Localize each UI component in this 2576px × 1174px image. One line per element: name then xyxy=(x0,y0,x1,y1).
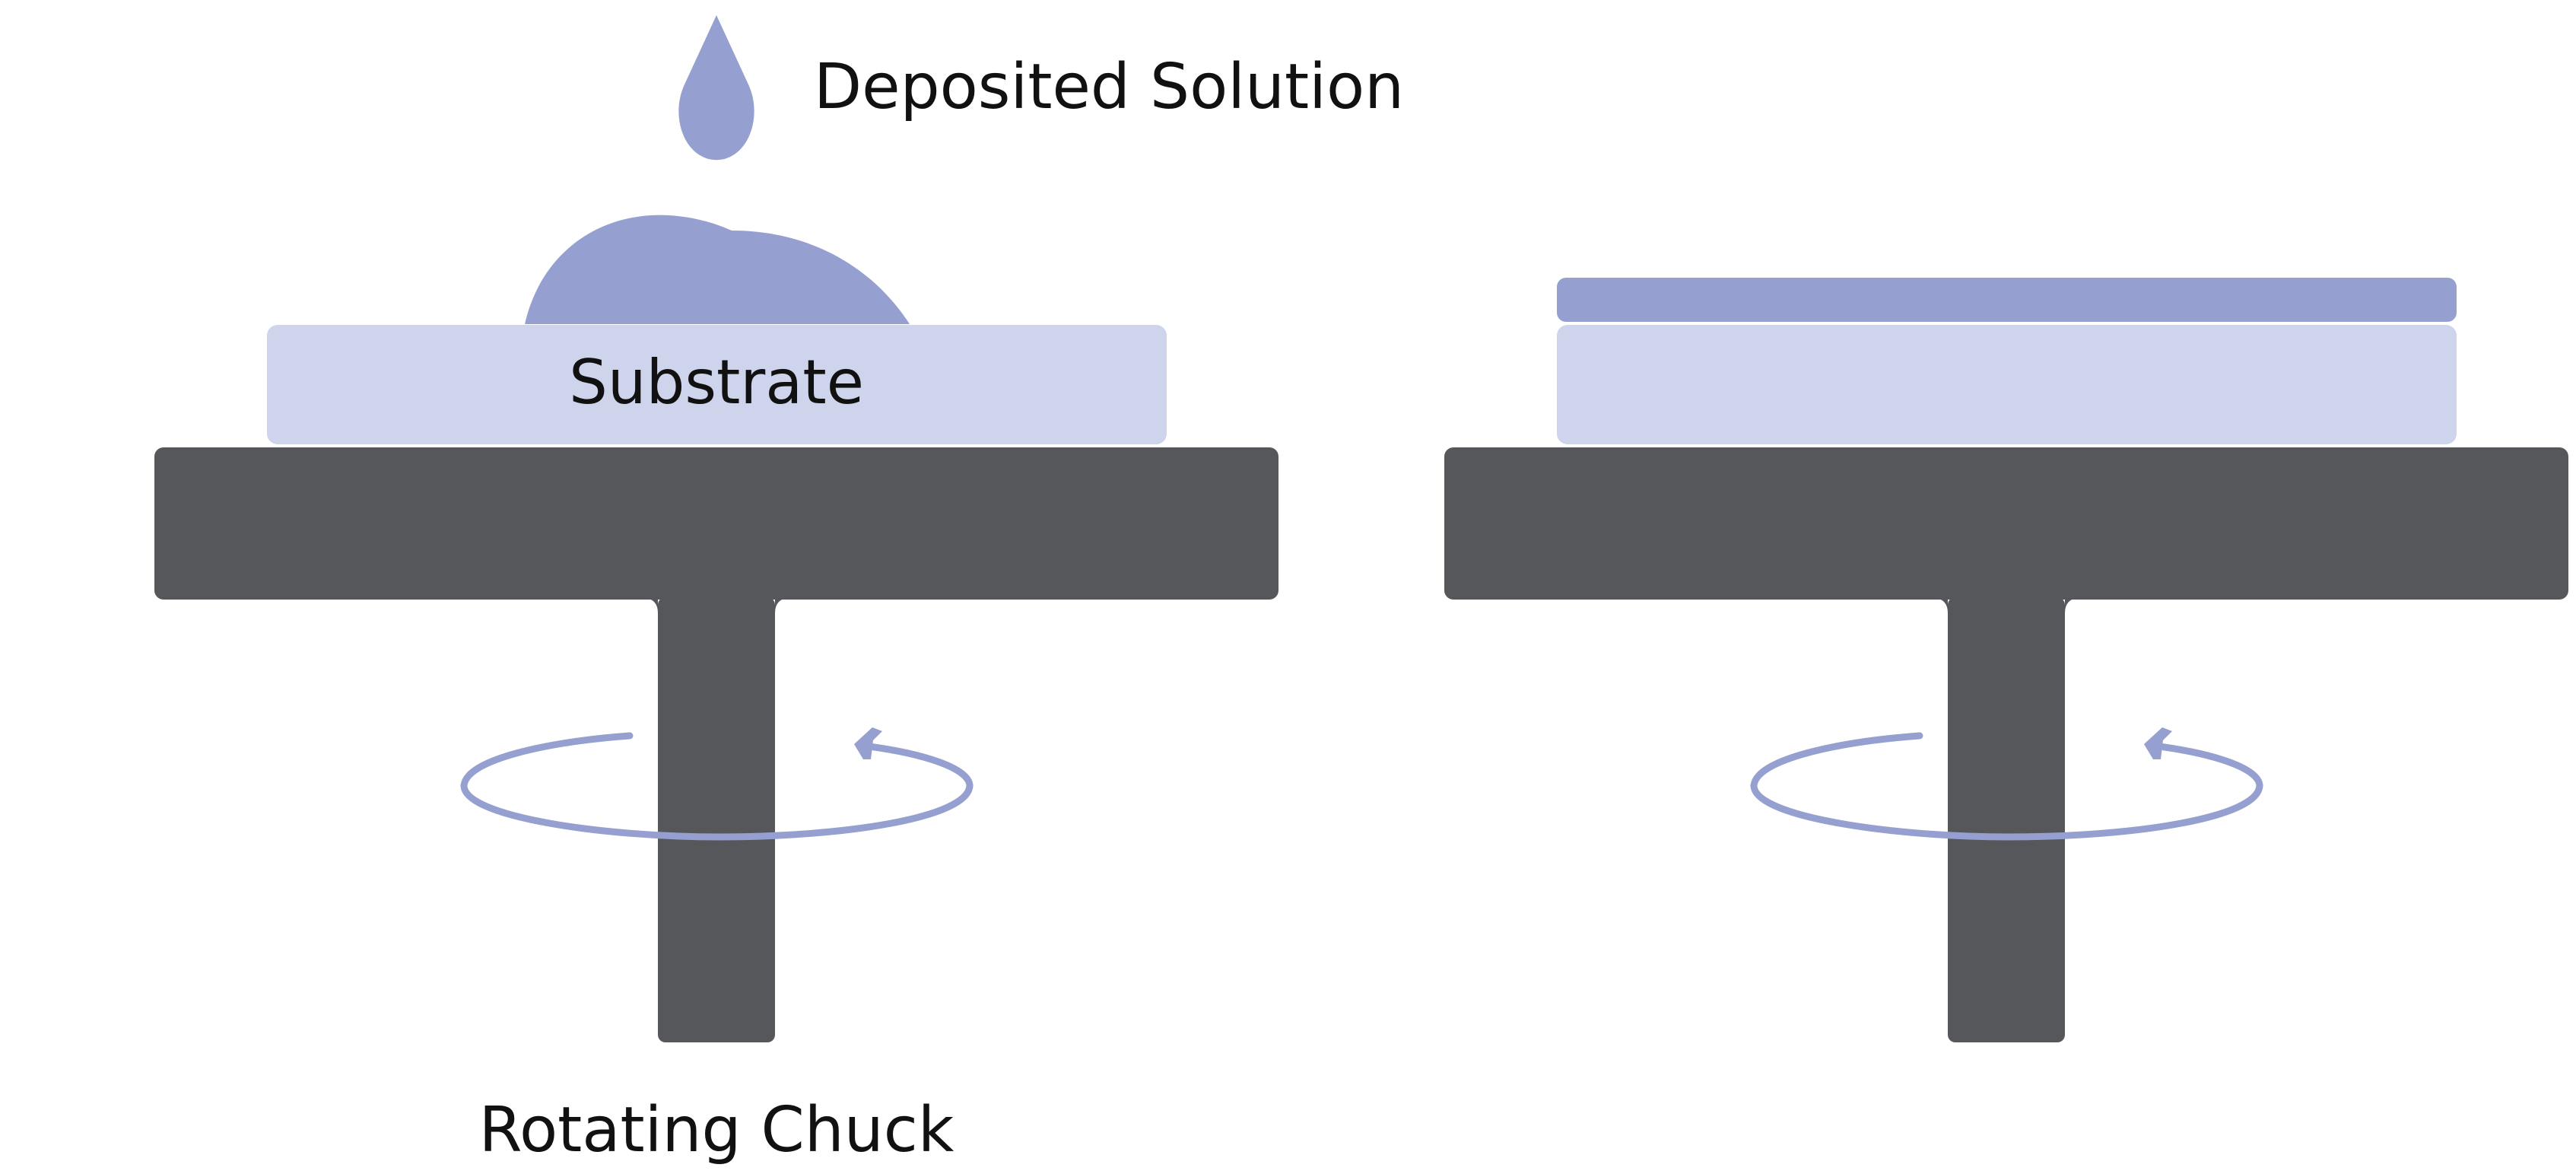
solution-puddle xyxy=(525,215,910,324)
thin-film xyxy=(1557,278,2457,322)
panel-right-spun-film xyxy=(1444,278,2568,1042)
panel-left-deposition: Substrate Deposited Solution Rotating Ch… xyxy=(154,15,1404,1166)
chuck-stem xyxy=(658,597,775,1042)
substrate-label: Substrate xyxy=(569,347,864,418)
rotation-arrowhead xyxy=(2144,727,2172,759)
droplet-icon xyxy=(678,15,754,161)
chuck-fillet xyxy=(1933,598,2080,613)
substrate xyxy=(267,325,1167,444)
chuck-platform xyxy=(1444,447,2568,600)
rotation-arrow-icon xyxy=(460,732,974,841)
rotation-arrow-icon xyxy=(1750,732,2263,841)
substrate xyxy=(1557,325,2457,444)
rotation-arrowhead xyxy=(854,727,882,759)
chuck-platform xyxy=(154,447,1278,600)
chuck-stem xyxy=(1948,597,2065,1042)
chuck-fillet xyxy=(643,598,790,613)
deposited-solution-label: Deposited Solution xyxy=(814,51,1404,123)
rotating-chuck-label: Rotating Chuck xyxy=(479,1094,954,1166)
